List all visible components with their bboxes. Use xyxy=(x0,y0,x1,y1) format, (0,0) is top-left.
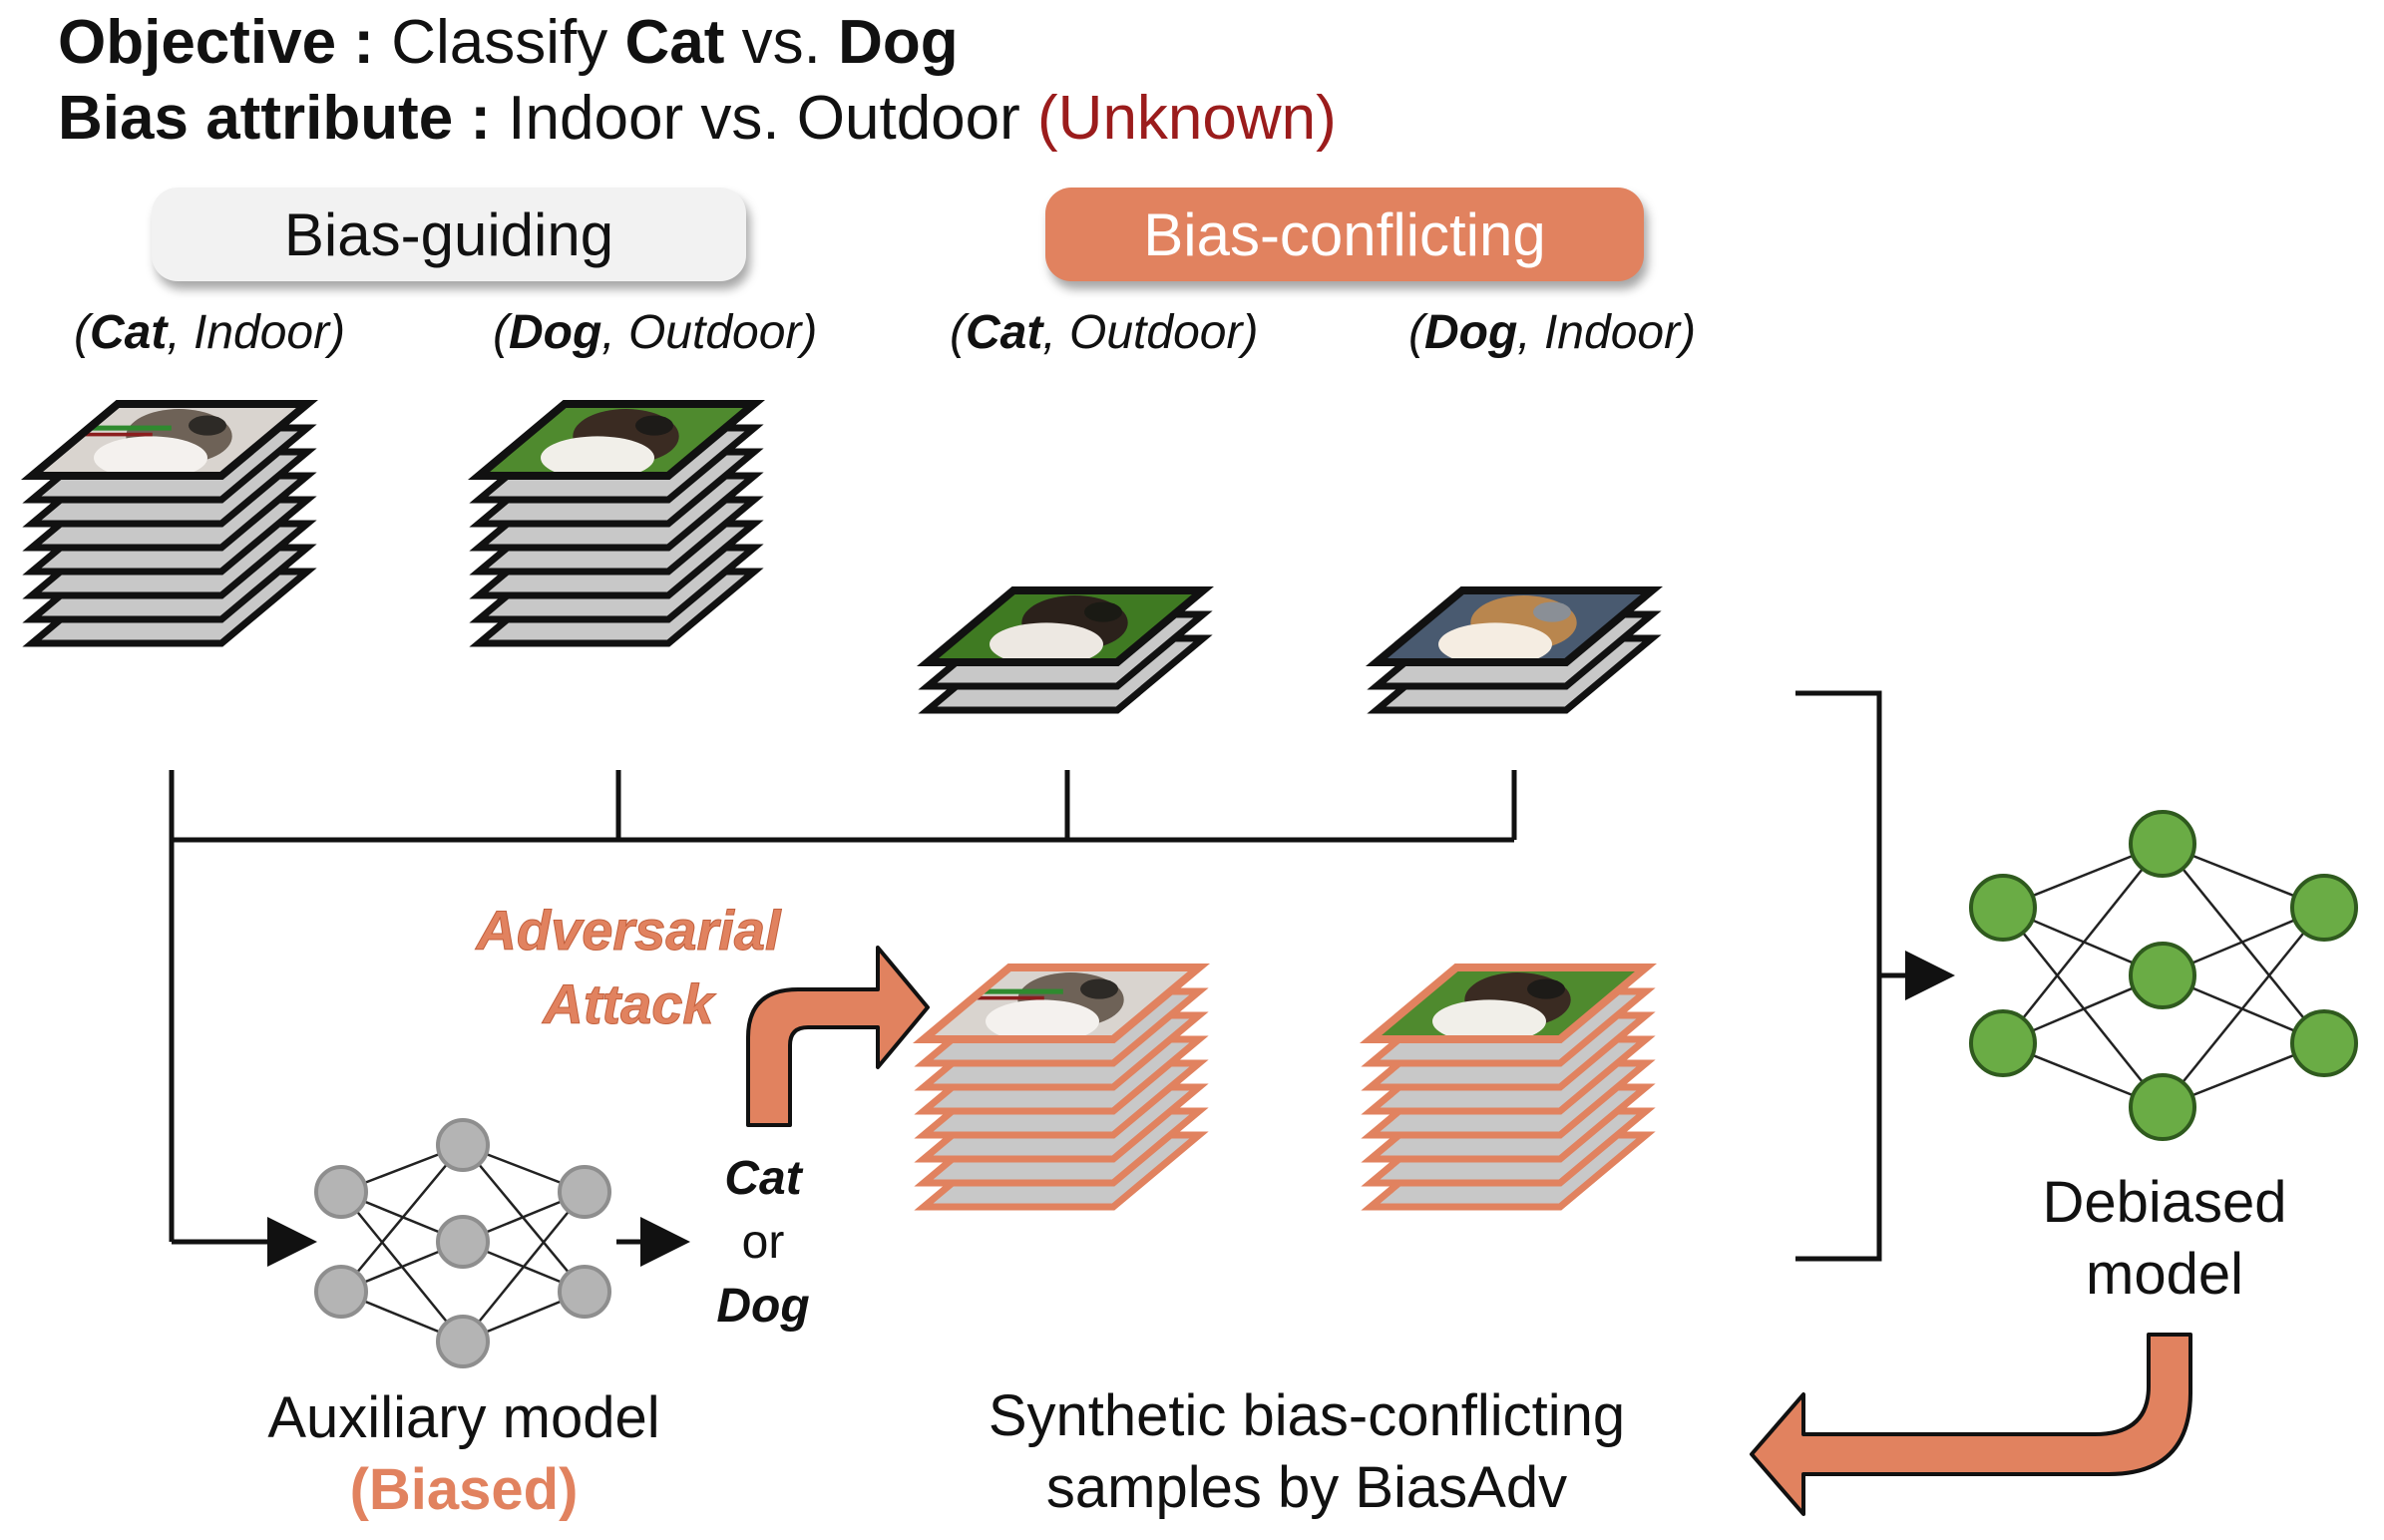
net-edge xyxy=(462,1144,586,1293)
debiased-model-network xyxy=(1969,810,2358,1141)
bias-attribute-text: Indoor vs. Outdoor xyxy=(508,84,1020,153)
adversarial-attack-arrow xyxy=(746,946,930,1127)
net-edge xyxy=(2162,843,2325,1044)
stack-tag-cat-outdoor: (Cat, Outdoor) xyxy=(950,306,1259,359)
sample-stack xyxy=(1365,586,1664,714)
bias-attribute-line: Bias attribute : Indoor vs. Outdoor (Unk… xyxy=(58,88,1337,150)
net-node xyxy=(558,1265,611,1319)
net-edge xyxy=(462,1191,586,1343)
auxiliary-model-title: Auxiliary model xyxy=(267,1385,660,1450)
net-node xyxy=(2129,1073,2196,1141)
net-node xyxy=(1969,1009,2037,1077)
sample-stack xyxy=(1359,963,1658,1211)
stack-tag-class: Dog xyxy=(1423,306,1518,359)
photo-frame xyxy=(912,963,1211,1043)
prediction-class-a: Cat xyxy=(724,1152,802,1205)
net-node xyxy=(2129,810,2196,878)
auxiliary-prediction: Cat or Dog xyxy=(688,1147,838,1339)
bias-unknown-note: (Unknown) xyxy=(1037,84,1337,153)
sample-stack xyxy=(912,963,1211,1211)
bias-attribute-label: Bias attribute : xyxy=(58,84,492,153)
photo-frame xyxy=(1365,586,1664,666)
photo-frame xyxy=(467,400,766,480)
objective-vs: vs. xyxy=(741,8,821,77)
stack-tag-dog-outdoor: (Dog, Outdoor) xyxy=(493,306,818,359)
net-edge xyxy=(2162,907,2325,1108)
bias-conflicting-label: Bias-conflicting xyxy=(1143,200,1546,268)
net-node xyxy=(314,1165,368,1219)
auxiliary-model-biased-note: (Biased) xyxy=(349,1457,579,1522)
sample-stack xyxy=(467,400,766,647)
synthetic-samples-line1: Synthetic bias-conflicting xyxy=(988,1383,1626,1448)
bias-conflicting-pill: Bias-conflicting xyxy=(1045,188,1644,281)
adversarial-attack-line1: Adversarial xyxy=(476,899,781,962)
stack-tag-attr: Indoor xyxy=(1543,306,1681,359)
auxiliary-model-label: Auxiliary model (Biased) xyxy=(219,1382,708,1526)
prediction-or: or xyxy=(741,1216,785,1269)
adversarial-attack-label: Adversarial Attack xyxy=(439,894,818,1041)
objective-line: Objective : Classify Cat vs. Dog xyxy=(58,12,959,74)
net-node xyxy=(314,1265,368,1319)
synthetic-samples-line2: samples by BiasAdv xyxy=(1045,1455,1568,1520)
objective-text: Classify xyxy=(391,8,608,77)
net-node xyxy=(558,1165,611,1219)
net-node xyxy=(2129,942,2196,1009)
photo-frame xyxy=(916,586,1215,666)
sample-stack xyxy=(20,400,319,647)
net-node xyxy=(2290,1009,2358,1077)
net-node xyxy=(2290,874,2358,942)
prediction-class-b: Dog xyxy=(716,1280,810,1333)
sample-stack xyxy=(916,586,1215,714)
photo-frame xyxy=(1359,963,1658,1043)
bias-guiding-label: Bias-guiding xyxy=(283,200,614,268)
objective-class-b: Dog xyxy=(838,8,959,77)
objective-label: Objective : xyxy=(58,8,374,77)
debiased-model-label: Debiased model xyxy=(2005,1167,2324,1311)
auxiliary-model-network xyxy=(314,1118,611,1368)
stack-tag-class: Cat xyxy=(89,306,168,359)
stack-tag-class: Cat xyxy=(965,306,1043,359)
synthetic-samples-label: Synthetic bias-conflicting samples by Bi… xyxy=(898,1380,1716,1524)
stack-tag-attr: Outdoor xyxy=(627,306,802,359)
feedback-arrow xyxy=(1750,1333,2192,1516)
debiased-model-line1: Debiased xyxy=(2042,1170,2287,1235)
stack-tag-attr: Outdoor xyxy=(1069,306,1243,359)
stack-tag-class: Dog xyxy=(508,306,602,359)
net-node xyxy=(1969,874,2037,942)
objective-class-a: Cat xyxy=(624,8,725,77)
stack-tag-cat-indoor: (Cat, Indoor) xyxy=(74,306,346,359)
net-edge xyxy=(340,1144,464,1293)
net-node xyxy=(436,1118,490,1172)
bracket-line xyxy=(1795,690,1882,1262)
net-edge xyxy=(2002,843,2164,1044)
photo-frame xyxy=(20,400,319,480)
bias-guiding-pill: Bias-guiding xyxy=(152,188,746,281)
net-edge xyxy=(2002,907,2164,1108)
debiased-model-line2: model xyxy=(2086,1242,2243,1307)
stack-tag-attr: Indoor xyxy=(194,306,330,359)
net-node xyxy=(436,1215,490,1269)
net-node xyxy=(436,1315,490,1368)
adversarial-attack-line2: Attack xyxy=(543,972,714,1036)
stack-tag-dog-indoor: (Dog, Indoor) xyxy=(1408,306,1697,359)
